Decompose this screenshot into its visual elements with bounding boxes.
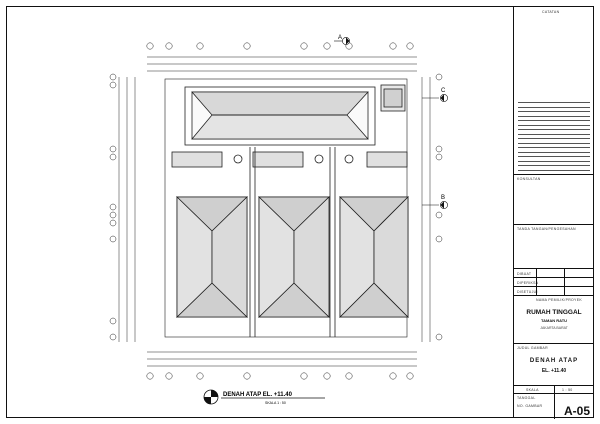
project-subtitle: TAMAN RATU [540,318,568,323]
grid-bubble [435,145,443,153]
roof-drain [314,154,324,164]
upper-roof-outline [184,86,376,146]
sheet-title: DENAH ATAP [529,358,579,364]
sign-row: DIPERIKSA [514,277,594,287]
grid-bubble [389,42,397,50]
svg-text:B: B [441,195,445,201]
roof-drain [233,154,243,164]
signature-box: TANDA TANGAN/PENGESAHAN [514,224,594,268]
project-title: RUMAH TINGGAL [526,309,582,316]
sheet-title-box: JUDUL GAMBAR DENAH ATAP EL. +11.40 [514,343,594,385]
section-marker-c: C [422,88,448,102]
section-marker-a: A [334,35,350,45]
project-location: JAKARTA BARAT [540,326,568,330]
grid-bubble [146,42,154,50]
grid-bubble [109,235,117,243]
roof-plan-drawing: A C B [109,35,448,405]
consultant-box: KONSULTAN [514,174,594,224]
flat-roof [252,151,304,168]
grid-bubble [435,153,443,161]
hip-roof-3 [339,196,409,318]
flat-roof [171,151,223,168]
grid-bubble [323,42,331,50]
grid-bubble [389,372,397,380]
sign-row: DISETUJUI [514,286,594,296]
sheet-elevation: EL. +11.40 [541,368,567,374]
flat-roof [366,151,408,168]
project-box: NAMA PEMILIK/PROYEK RUMAH TINGGAL TAMAN … [514,295,594,343]
notes-lines [518,102,590,174]
roof-slope [191,91,369,116]
grid-bubble [435,333,443,341]
svg-text:A: A [338,35,342,41]
grid-bubble [109,145,117,153]
grid-bubble [109,333,117,341]
sheet-number: A-05 [563,404,590,418]
grid-bubble [146,372,154,380]
grid-bubble [300,42,308,50]
svg-text:C: C [441,88,446,94]
grid-bubble [109,203,117,211]
grid-bubble [345,372,353,380]
roof-slope [191,114,369,140]
sheet-number-row: TANGGAL NO. GAMBAR A-05 [514,393,594,419]
skylight-glass [383,88,403,108]
grid-bubble [300,372,308,380]
grid-bubble [109,73,117,81]
grid-bubble [196,42,204,50]
grid-bubble [406,372,414,380]
grid-bubble [109,219,117,227]
grid-bubble [406,42,414,50]
grid-bubble [109,153,117,161]
grid-bubble [165,372,173,380]
grid-bubble [243,372,251,380]
caption-title: DENAH ATAP EL. +11.40 [223,392,293,398]
drawing-sheet [6,6,594,418]
title-block: CATATAN KONSULTAN TANDA TANGAN/PENGESAHA… [513,6,594,419]
grid-bubble [109,81,117,89]
sign-row: DIBUAT [514,268,594,278]
grid-bubble [435,73,443,81]
hip-roof-1 [176,196,248,318]
grid-bubble [435,235,443,243]
grid-bubble [323,372,331,380]
grid-bubble [109,317,117,325]
drawing-caption: DENAH ATAP EL. +11.40 SKALA 1 : 50 [203,389,325,405]
section-marker-b: B [422,195,448,209]
grid-bubble [109,211,117,219]
grid-bubble [435,211,443,219]
notes-label: CATATAN [542,10,560,14]
caption-scale: SKALA 1 : 50 [265,401,286,405]
hip-roof-2 [258,196,330,318]
grid-bubble [196,372,204,380]
grid-bubble [165,42,173,50]
grid-bubble [243,42,251,50]
roof-drain [344,154,354,164]
scale-row: SKALA 1 : 50 [514,385,594,394]
